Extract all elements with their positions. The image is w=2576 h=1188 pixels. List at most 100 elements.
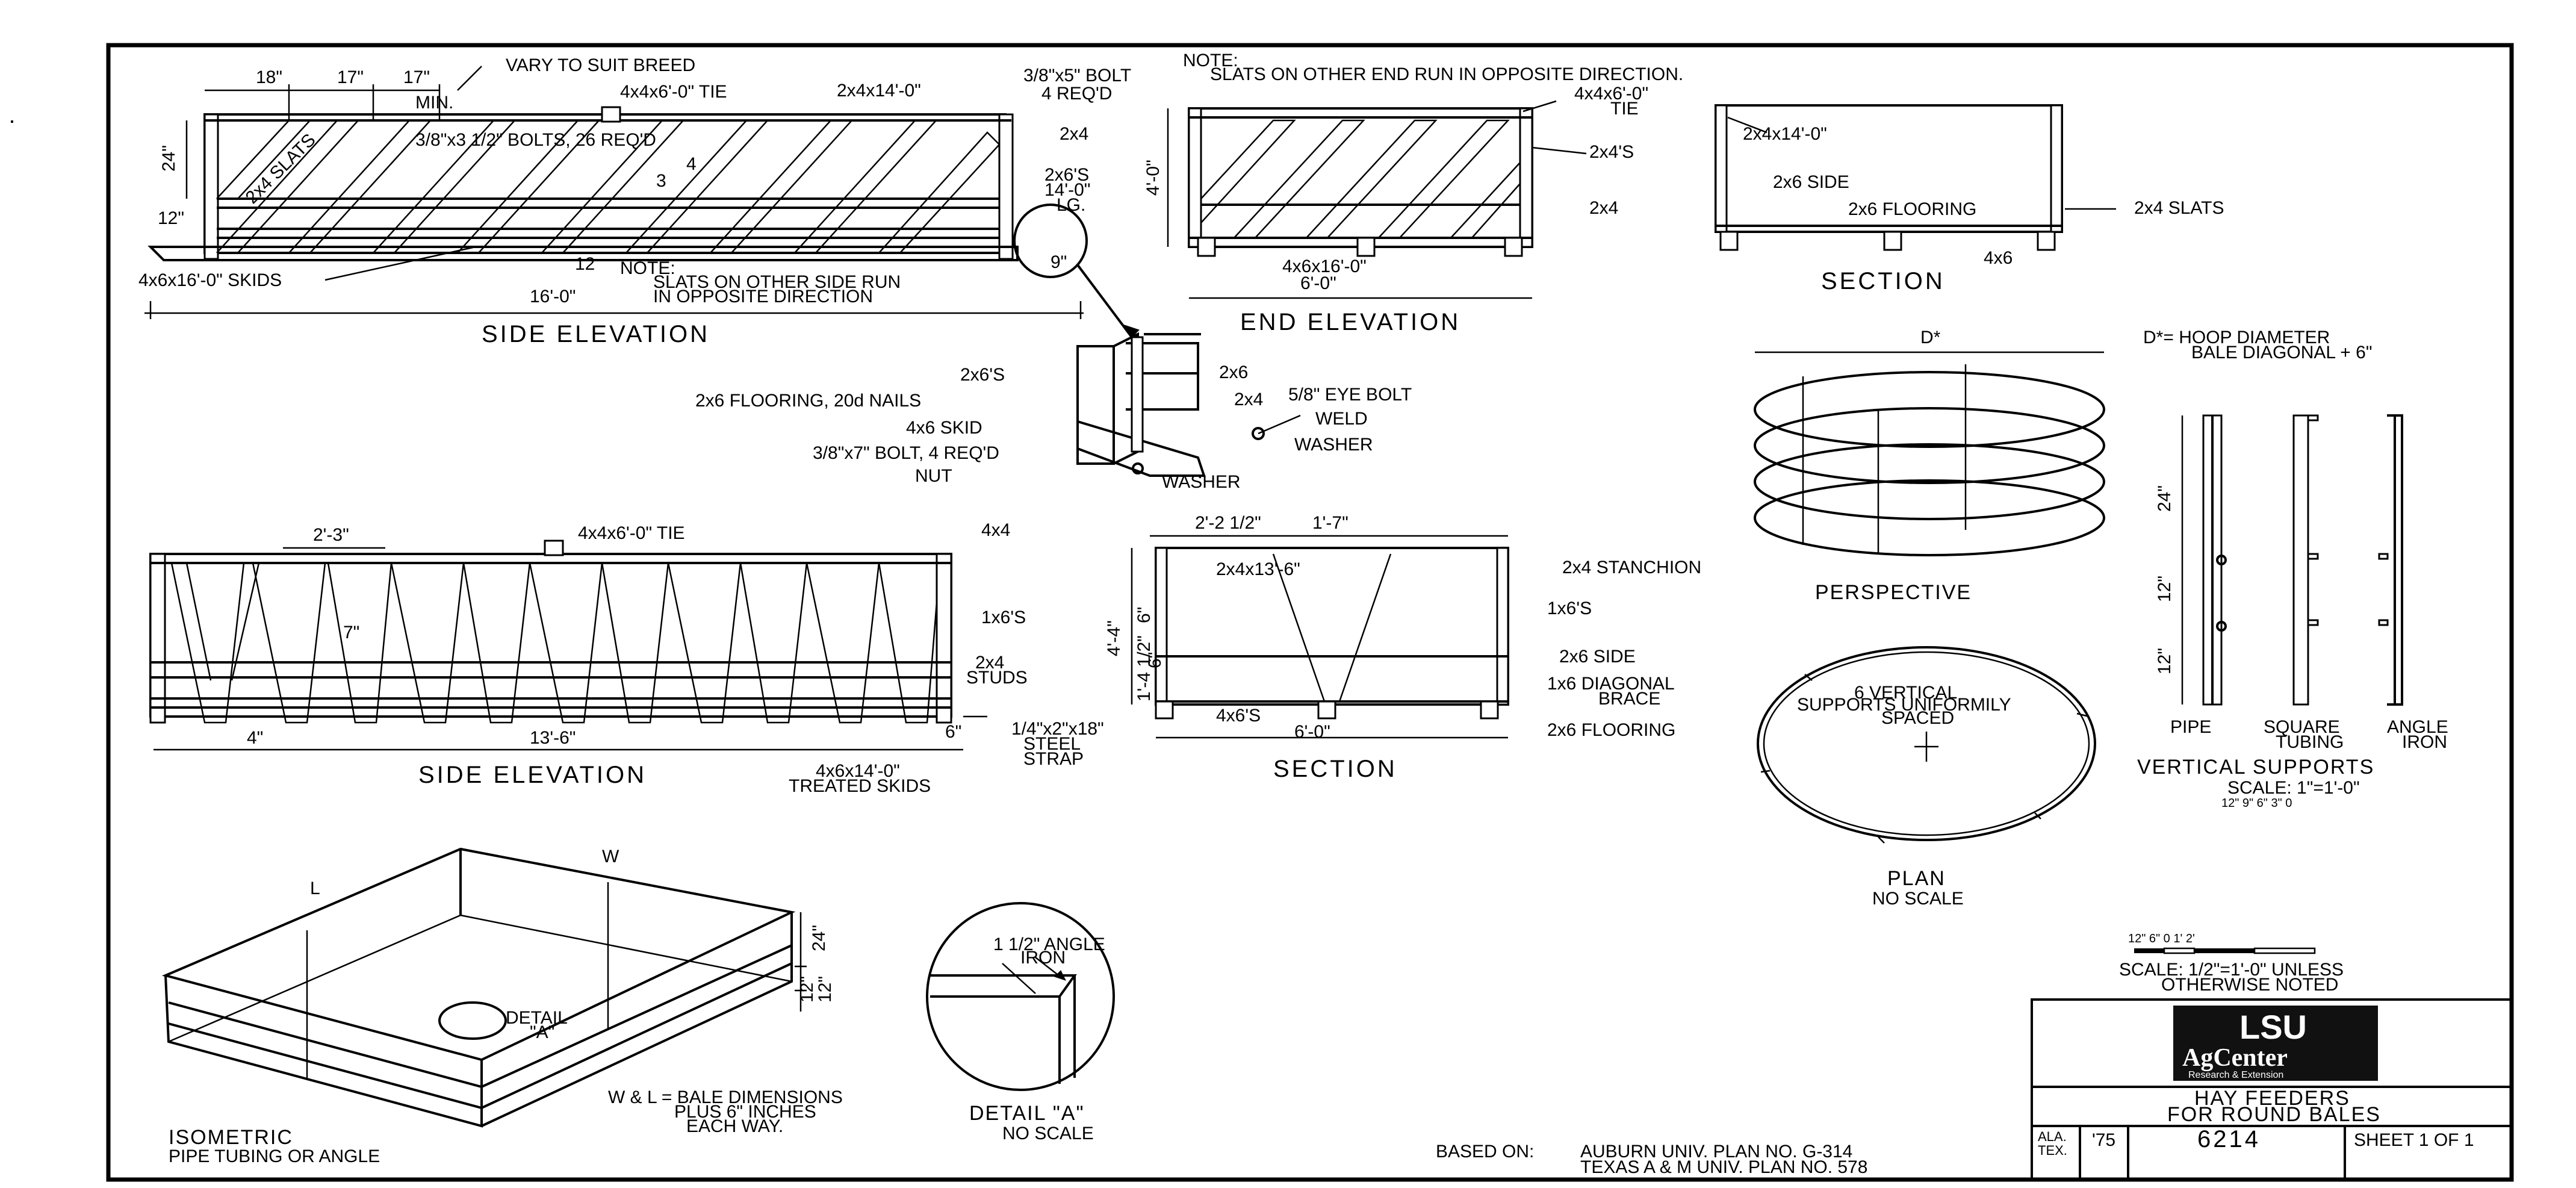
iso-detail1: DETAIL [506, 1008, 568, 1028]
perspective-title: PERSPECTIVE [1815, 581, 1972, 604]
se2-strap2: STEEL [1023, 734, 1081, 754]
vs-square1: SQUARE [2264, 717, 2340, 737]
se2-skids2: TREATED SKIDS [789, 776, 931, 796]
vertical-supports: 24" 12" 12" PIPE SQUARE TUBING ANGLE IRO… [2137, 414, 2448, 810]
title-block: LSU AgCenter Research & Extension HAY FE… [2031, 998, 2513, 1181]
end-height-label: 4'-0" [1143, 160, 1163, 196]
se2-seven: 7" [343, 623, 359, 642]
se2-strap3: STRAP [1023, 749, 1084, 769]
iso-wl3: EACH WAY. [686, 1116, 783, 1136]
s2-brace2: BRACE [1598, 689, 1660, 709]
tb-sheet: SHEET 1 OF 1 [2354, 1130, 2474, 1150]
sec1-side: 2x6 SIDE [1773, 172, 1849, 192]
se2-four: 4" [247, 728, 263, 748]
bolts26-label: 3/8"x3 1/2" BOLTS, 26 REQ'D [415, 130, 656, 150]
tb-state1: ALA. [2038, 1129, 2067, 1144]
dA-angle2: IRON [1020, 948, 1066, 968]
note1-head: NOTE: [620, 258, 675, 278]
s2-height: 4'-4" [1104, 620, 1124, 656]
se2-six: 6" [945, 722, 961, 742]
isometric-title: ISOMETRIC [169, 1126, 293, 1149]
speck [11, 120, 13, 123]
note2-head: NOTE: [1183, 51, 1238, 70]
plan-note2: SUPPORTS UNIFORMILY [1797, 695, 2011, 715]
side-elevation-2-title: SIDE ELEVATION [418, 762, 647, 788]
sec1-flooring: 2x6 FLOORING [1848, 199, 1976, 219]
se2-spacing: 2'-3" [313, 525, 349, 545]
jd-bolt: 3/8"x7" BOLT, 4 REQ'D [813, 443, 999, 463]
post-label: 2x4 [1060, 124, 1088, 144]
vs-12a: 12" [2155, 576, 2174, 602]
end-slats-label: 2x4'S [1589, 142, 1634, 162]
dim-16ft: 16'-0" [530, 287, 576, 306]
note1-line2: IN OPPOSITE DIRECTION [653, 287, 873, 306]
bolt-req-label: 4 REQ'D [1041, 84, 1112, 104]
skids-label: 4x6x16'-0" SKIDS [138, 270, 282, 290]
twelve-label: 12 [575, 254, 595, 274]
nine-label: 9" [1051, 252, 1067, 272]
jd-washer2: WASHER [1294, 435, 1373, 455]
dim-17b: 17" [403, 67, 430, 87]
jd-board: 2x6 [1219, 362, 1248, 382]
s2-brace1: 1x6 DIAGONAL [1547, 674, 1675, 694]
iso-wl2: PLUS 6" INCHES [674, 1102, 816, 1122]
iso-detail2: "A" [530, 1022, 554, 1042]
jd-weld: WELD [1315, 409, 1368, 429]
s2-dim-a: 2'-2 1/2" [1195, 513, 1261, 533]
plan-note3: SPACED [1881, 708, 1954, 728]
s2-rail: 2x4x13'-6" [1216, 559, 1300, 579]
three-label: 3 [656, 171, 666, 191]
tb-year: '75 [2092, 1130, 2115, 1150]
s2-h-six: 6" [1134, 607, 1154, 623]
end-tie-label: 4x4x6'-0" [1574, 84, 1648, 104]
jd-skid: 4x6 SKID [906, 418, 982, 438]
jd-washer1: WASHER [1162, 472, 1241, 492]
plan-ref-1: AUBURN UNIV. PLAN NO. G-314 [1580, 1142, 1852, 1162]
s2-side: 2x6 SIDE [1559, 647, 1636, 667]
se2-strap1: 1/4"x2"x18" [1011, 719, 1104, 739]
s2-boards-r: 1x6'S [1547, 599, 1592, 618]
vs-pipe: PIPE [2170, 717, 2211, 737]
jd-eyebolt: 5/8" EYE BOLT [1288, 385, 1412, 405]
logo-agcenter: AgCenter [2182, 1044, 2288, 1072]
s2-stanchion: 2x4 STANCHION [1562, 558, 1701, 577]
side-elevation-1: 18" 17" 17" MIN. 24" 12" 16'-0" VARY TO … [138, 55, 1140, 347]
se2-tie: 4x4x6'-0" TIE [578, 523, 685, 543]
sides-label: 2x6'S [1044, 165, 1089, 185]
sec1-rail: 2x4x14'-0" [1743, 124, 1827, 144]
side-elevation-2: 2'-3" 4x4x6'-0" TIE 4x4 1x6'S 2x4 STUDS … [149, 520, 1104, 796]
dA-scale: NO SCALE [1002, 1124, 1094, 1143]
vs-24: 24" [2155, 485, 2174, 512]
vs-angle2: IRON [2402, 732, 2447, 752]
iso-w: W [602, 847, 619, 866]
sides-len-label: 14'-0" [1044, 180, 1090, 200]
note2-text: SLATS ON OTHER END RUN IN OPPOSITE DIREC… [1210, 64, 1683, 84]
sec1-skid: 4x6 [1984, 248, 2013, 268]
vs-angle1: ANGLE [2387, 717, 2448, 737]
section-2-title: SECTION [1273, 756, 1397, 782]
section-1-title: SECTION [1821, 268, 1945, 294]
iso-wl1: W & L = BALE DIMENSIONS [608, 1087, 843, 1107]
end-skid-label: 4x6x16'-0" [1282, 257, 1367, 276]
persp-d: D* [1920, 328, 1941, 347]
s2-boards-b: 4x6'S [1216, 706, 1261, 726]
plan-title: PLAN [1887, 867, 1946, 890]
vs-scale-ticks: 12" 9" 6" 3" 0 [2221, 797, 2292, 810]
side-elevation-1-title: SIDE ELEVATION [482, 321, 710, 347]
vary-label: VARY TO SUIT BREED [506, 55, 695, 75]
isometric: L W DETAIL "A" 24" 12" 12" W & L = BALE … [161, 847, 843, 1166]
se2-studs1: 2x4 [975, 653, 1004, 673]
se2-boards: 1x6'S [981, 608, 1026, 627]
vs-12b: 12" [2155, 648, 2174, 674]
jd-post: 2x4 [1234, 390, 1263, 409]
joint-detail: 2x6'S 2x6 FLOORING, 20d NAILS 4x6 SKID 3… [695, 332, 1412, 492]
jd-flooring: 2x6 FLOORING, 20d NAILS [695, 391, 921, 411]
s2-h-six2: 6" [1145, 652, 1165, 668]
iso-sub: PIPE TUBING OR ANGLE [169, 1146, 380, 1166]
dim-24: 24" [159, 145, 179, 172]
dim-12: 12" [158, 208, 184, 228]
detail-a: 1 1/2" ANGLE IRON DETAIL "A" NO SCALE [926, 902, 1115, 1143]
s2-width: 6'-0" [1294, 722, 1330, 742]
iso-d24: 24" [809, 925, 829, 951]
